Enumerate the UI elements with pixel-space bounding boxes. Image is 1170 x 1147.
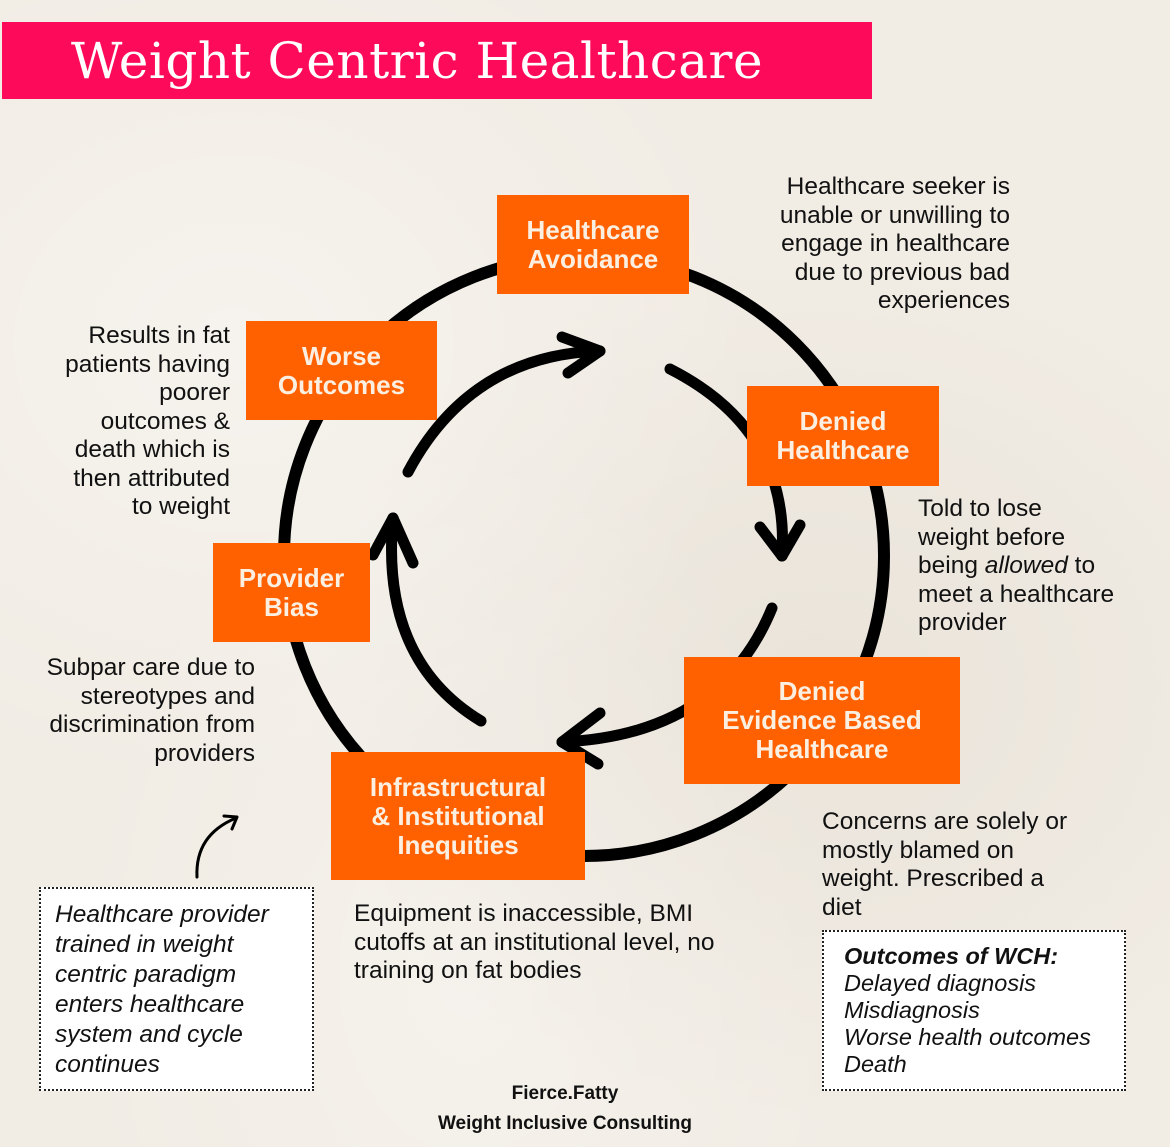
outcome-item: Delayed diagnosis [844, 970, 1037, 996]
outcome-item: Misdiagnosis [844, 997, 980, 1023]
inner-arrow-2-head [754, 519, 806, 562]
inner-arrow-1-head [556, 331, 606, 379]
outcome-item: Worse health outcomes [844, 1024, 1091, 1050]
entry-arrow [195, 816, 238, 879]
outcome-item: Death [844, 1051, 907, 1077]
inner-arrow-3-head [556, 707, 606, 770]
outcomes-heading: Outcomes of WCH: [844, 943, 1059, 969]
inner-arrow-4 [386, 512, 487, 727]
footer-tagline: Weight Inclusive Consulting [437, 1113, 693, 1134]
inner-arrow-4-head [367, 512, 419, 569]
inner-arrow-1 [402, 345, 606, 478]
outcomes-box: Outcomes of WCH: Delayed diagnosis Misdi… [822, 930, 1126, 1091]
desc-denied-healthcare: Told to lose weight before being allowed… [918, 495, 1115, 636]
footer-brand: Fierce.Fatty [511, 1083, 619, 1104]
entry-arrow-head [222, 814, 239, 831]
title-banner: Weight Centric Healthcare [2, 22, 872, 99]
page-title: Weight Centric Healthcare [70, 31, 764, 90]
